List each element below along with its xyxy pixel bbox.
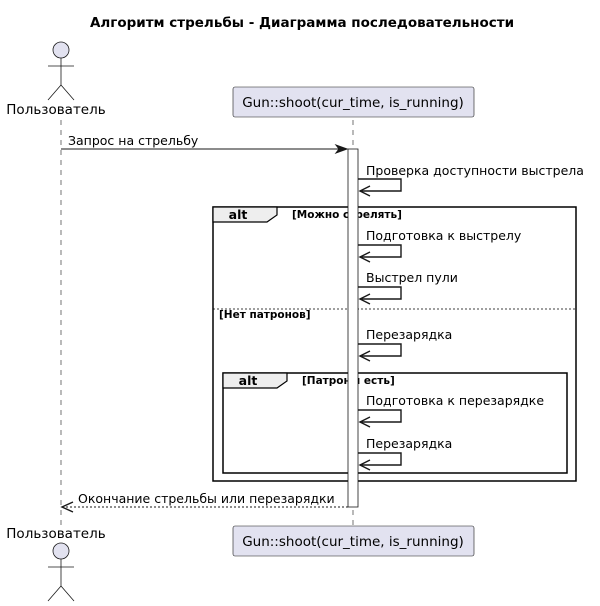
prepare-message: Подготовка к выстрелу	[366, 228, 522, 243]
fire-arrow	[358, 286, 402, 300]
inner-alt-frame	[222, 372, 568, 474]
prepare-reload-message: Подготовка к перезарядке	[366, 393, 544, 408]
prepare-reload-arrow	[358, 409, 402, 423]
fire-message: Выстрел пули	[366, 270, 458, 285]
prepare-arrow	[358, 244, 402, 258]
end-message: Окончание стрельбы или перезарядки	[78, 491, 335, 506]
participant-box-bottom	[232, 525, 475, 557]
actor-bottom	[47, 542, 75, 602]
actor-label-top: Пользователь	[6, 102, 105, 118]
check-message: Проверка доступности выстрела	[366, 163, 584, 178]
participant-box-top	[232, 86, 475, 118]
outer-alt-condition: [Можно стрелять]	[292, 209, 402, 221]
check-arrow	[358, 178, 402, 192]
participant-label-top: Gun::shoot(cur_time, is_running)	[242, 95, 464, 111]
inner-alt-keyword: alt	[239, 373, 258, 388]
diagram-title: Алгоритм стрельбы - Диаграмма последоват…	[90, 15, 514, 31]
participant-label-bottom: Gun::shoot(cur_time, is_running)	[242, 534, 464, 550]
actor-top	[47, 41, 75, 101]
request-arrowhead	[334, 143, 349, 155]
reload-message-2: Перезарядка	[366, 436, 452, 451]
end-arrowhead	[60, 501, 74, 513]
actor-head-icon-bottom	[52, 542, 70, 560]
request-message: Запрос на стрельбу	[68, 133, 199, 148]
actor-label-bottom: Пользователь	[6, 526, 105, 542]
reload-arrowhead-2	[358, 459, 371, 471]
reload-arrow-1	[358, 343, 402, 357]
activation-bar	[347, 148, 359, 508]
prepare-reload-arrowhead	[358, 416, 371, 428]
outer-alt-frame	[212, 206, 577, 482]
outer-alt-tab	[212, 206, 278, 223]
actor-head-icon	[52, 41, 70, 59]
fire-arrowhead	[358, 293, 371, 305]
reload-message-1: Перезарядка	[366, 327, 452, 342]
reload-arrow-2	[358, 452, 402, 466]
reload-arrowhead-1	[358, 350, 371, 362]
outer-alt-keyword: alt	[229, 207, 248, 222]
prepare-arrowhead	[358, 251, 371, 263]
inner-alt-tab	[222, 372, 288, 389]
check-arrowhead	[358, 185, 371, 197]
outer-alt-else-condition: [Нет патронов]	[219, 309, 311, 321]
